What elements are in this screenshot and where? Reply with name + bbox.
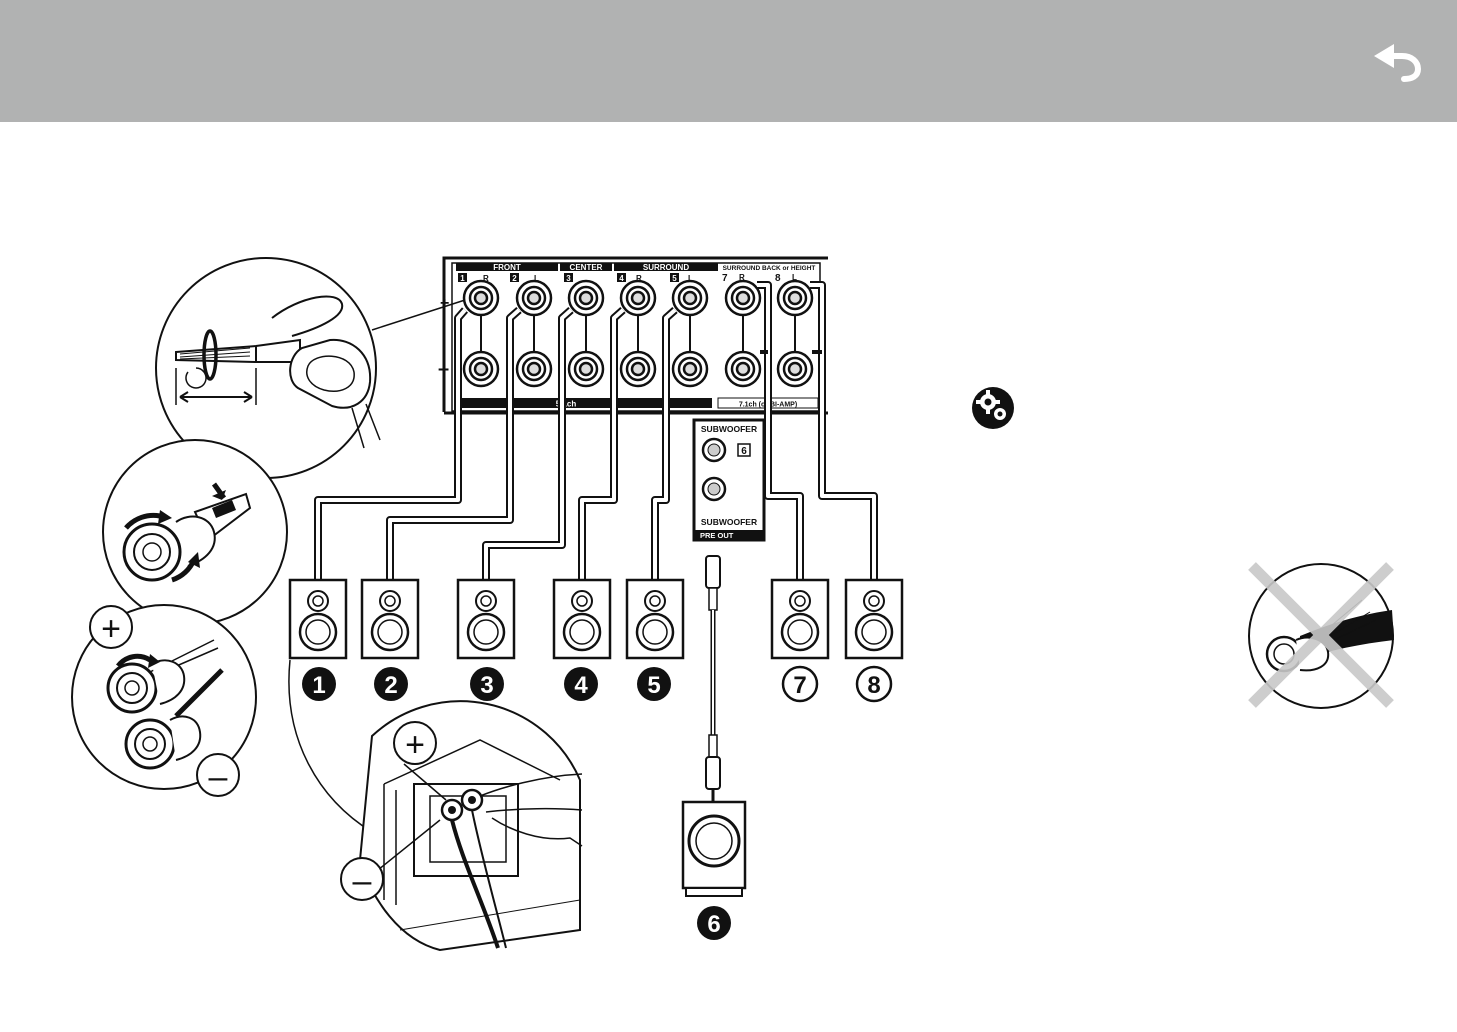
polarity-plus-label: + (101, 610, 121, 648)
back-button[interactable] (1366, 34, 1426, 86)
subwoofer-badge: 6 (741, 446, 747, 457)
speaker-7: 7 (770, 578, 830, 703)
terminal-plus-label: + (405, 726, 425, 764)
front-section-bar (456, 263, 558, 271)
speaker-3: 3 (456, 578, 516, 701)
svg-text:5: 5 (672, 274, 677, 283)
polarity-minus-label: – (209, 758, 228, 796)
svg-text:2: 2 (512, 274, 517, 283)
svg-text:2: 2 (384, 672, 397, 699)
binding-posts (462, 279, 814, 388)
speaker-8: 8 (844, 578, 904, 703)
wrong-wiring-example (1248, 562, 1394, 709)
center-label: CENTER (570, 263, 603, 272)
svg-text:7: 7 (793, 672, 806, 699)
svg-text:8: 8 (867, 672, 880, 699)
speaker-2: 2 (360, 578, 420, 701)
speaker-connection-diagram: FRONT CENTER SURROUND SURROUND BACK or H… (71, 256, 1394, 952)
subwoofer-speaker: 6 (681, 800, 747, 940)
terminal-minus-label: – (353, 862, 372, 900)
surround-label: SURROUND (643, 263, 689, 272)
subwoofer-bottom-label: SUBWOOFER (701, 517, 757, 527)
insert-wire-detail (102, 439, 288, 625)
gear-settings-icon (972, 387, 1014, 429)
speaker-terminal-detail: + – (288, 659, 583, 952)
label-5ch: 5.1ch (556, 400, 577, 409)
svg-text:R: R (483, 274, 489, 283)
svg-text:5: 5 (647, 672, 660, 699)
polarity-detail: + – (71, 604, 257, 797)
svg-text:L: L (792, 273, 797, 282)
speaker-row: 1 2 3 4 (288, 578, 904, 703)
subwoofer-top-label: SUBWOOFER (701, 424, 757, 434)
svg-text:R: R (739, 273, 745, 282)
speaker-1: 1 (288, 578, 348, 701)
front-label: FRONT (493, 263, 521, 272)
wire-strip-detail (155, 257, 466, 479)
minus-label: – (438, 358, 449, 380)
speaker-5: 5 (625, 578, 685, 701)
svg-text:4: 4 (619, 274, 624, 283)
svg-text:R: R (636, 274, 642, 283)
plus-label: + (440, 295, 449, 312)
svg-text:7: 7 (722, 273, 728, 284)
svg-text:L: L (688, 274, 693, 283)
surround-back-label: SURROUND BACK or HEIGHT (723, 265, 816, 272)
label-5ch-bar (458, 398, 712, 408)
subwoofer-cable (705, 555, 721, 802)
svg-text:1: 1 (460, 274, 465, 283)
center-section-bar (560, 263, 612, 271)
cross-out-icon (1248, 562, 1394, 708)
svg-text:1: 1 (312, 672, 325, 699)
return-arrow-icon (1374, 44, 1422, 82)
svg-text:3: 3 (480, 672, 493, 699)
svg-text:8: 8 (775, 273, 781, 284)
speaker-4: 4 (552, 578, 612, 701)
svg-text:L: L (534, 274, 539, 283)
header-bar (0, 0, 1457, 122)
pre-out-label: PRE OUT (700, 531, 734, 540)
terminal-labels: 1 R 2 L 3 4 R 5 L 7 R 8 L (458, 273, 797, 284)
svg-text:4: 4 (574, 672, 588, 699)
speaker-number-6: 6 (707, 911, 720, 938)
speaker-cables (314, 281, 878, 584)
svg-text:3: 3 (566, 274, 571, 283)
subwoofer-preout-panel: SUBWOOFER 6 SUBWOOFER PRE OUT (692, 418, 766, 542)
surround-section-bar (614, 263, 718, 271)
